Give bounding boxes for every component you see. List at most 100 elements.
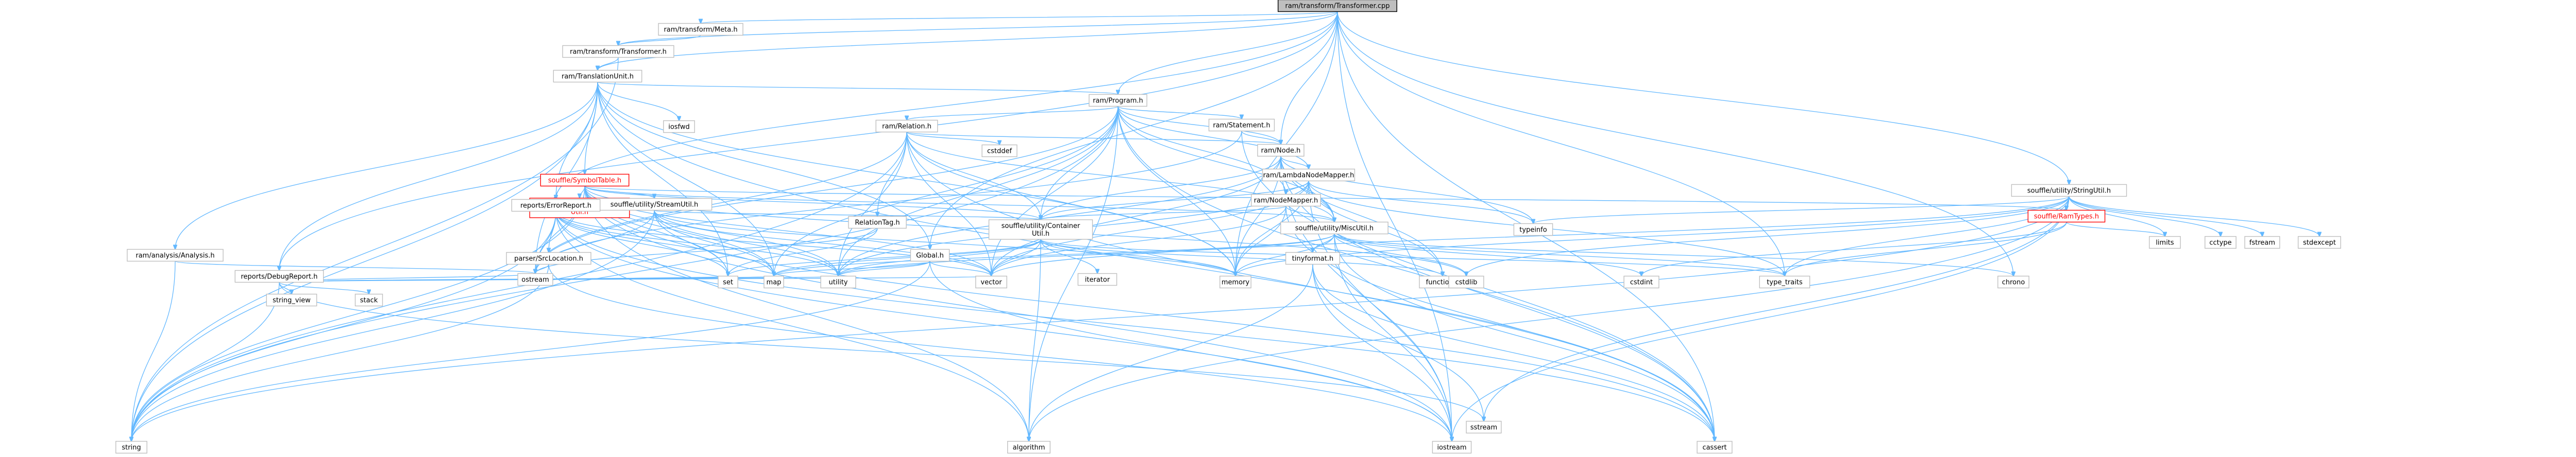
edge-tinyformat-to-algorithm [1029, 264, 1313, 442]
node-cstdint[interactable]: cstdint [1623, 275, 1659, 289]
node-tu[interactable]: ram/TranslationUnit.h [553, 69, 642, 83]
node-box [1077, 273, 1117, 286]
node-memory[interactable]: memory [1219, 275, 1251, 289]
node-box [1997, 275, 2029, 289]
node-tinyformat[interactable]: tinyformat.h [1285, 252, 1341, 265]
node-box [910, 249, 950, 262]
node-box [981, 144, 1018, 157]
node-box [1280, 221, 1388, 235]
node-ramtypes[interactable]: souffle/RamTypes.h [2027, 209, 2106, 223]
node-box [1466, 420, 1502, 434]
node-label: cctype [2209, 239, 2231, 247]
edge-containerutil-to-algorithm [1029, 239, 1041, 442]
node-string[interactable]: string [115, 441, 147, 454]
edge-stringutil-to-fstream [2069, 196, 2262, 237]
node-box [511, 199, 601, 212]
node-label: memory [1222, 279, 1250, 287]
edge-relation-to-cstddef [906, 131, 999, 145]
edge-miscutil-to-map [774, 233, 1335, 276]
edge-stringutil-to-vector [991, 196, 2070, 276]
node-box [540, 173, 630, 187]
node-transformer_h[interactable]: ram/transform/Transformer.h [562, 45, 674, 58]
node-iosfwd[interactable]: iosfwd [663, 120, 695, 133]
edge-meta-to-transformer_h [618, 34, 701, 46]
edge-node-to-lambda [1280, 156, 1309, 169]
node-fstream[interactable]: fstream [2244, 236, 2280, 249]
node-stack[interactable]: stack [354, 293, 383, 307]
node-cstddef[interactable]: cstddef [981, 144, 1018, 157]
node-limits[interactable]: limits [2149, 236, 2181, 249]
node-iterator[interactable]: iterator [1077, 273, 1117, 286]
node-root[interactable]: ram/transform/Transformer.cpp [1277, 0, 1397, 12]
node-label: souffle/SymbolTable.h [548, 177, 621, 185]
node-iostream[interactable]: iostream [1432, 441, 1472, 454]
node-set[interactable]: set [718, 275, 738, 289]
node-program[interactable]: ram/Program.h [1089, 94, 1147, 107]
edge-relation-to-containerutil [906, 132, 1041, 220]
node-stdexcept[interactable]: stdexcept [2298, 236, 2342, 249]
node-errorreport[interactable]: reports/ErrorReport.h [511, 199, 601, 212]
node-utility[interactable]: utility [820, 275, 856, 289]
node-debugreport[interactable]: reports/DebugReport.h [234, 270, 324, 283]
edge-miscutil-to-cassert [1334, 234, 1715, 442]
node-global[interactable]: Global.h [910, 249, 950, 262]
node-ostream[interactable]: ostream [517, 273, 553, 286]
node-label: ram/Node.h [1261, 147, 1301, 155]
node-label: cstdlib [1455, 279, 1478, 287]
edge-root-to-type_traits [1337, 11, 1785, 276]
node-node[interactable]: ram/Node.h [1257, 144, 1304, 157]
node-map[interactable]: map [764, 275, 784, 289]
edge-node-to-containerutil [1041, 156, 1281, 220]
edge-root-to-errorreport [556, 11, 1338, 200]
node-statement[interactable]: ram/Statement.h [1208, 118, 1275, 132]
node-type_traits[interactable]: type_traits [1759, 275, 1810, 289]
node-reltag[interactable]: RelationTag.h [848, 216, 907, 229]
node-string_view[interactable]: string_view [266, 293, 317, 307]
edge-containerutil-to-memory [1040, 239, 1235, 276]
node-box [115, 441, 147, 454]
edge-tu-to-program [597, 81, 1118, 95]
node-box [553, 69, 642, 83]
node-miscutil[interactable]: souffle/utility/MiscUtil.h [1280, 221, 1388, 235]
edge-streamutil-to-vector [654, 210, 991, 276]
node-label: string_view [273, 297, 311, 305]
node-box [506, 252, 591, 265]
node-analysis[interactable]: ram/analysis/Analysis.h [127, 249, 224, 262]
node-chrono[interactable]: chrono [1997, 275, 2029, 289]
node-label: Global.h [916, 252, 944, 260]
edge-stringutil-to-typeinfo [1533, 196, 2070, 224]
node-stringutil[interactable]: souffle/utility/StringUtil.h [2011, 184, 2127, 197]
node-srcloc[interactable]: parser/SrcLocation.h [506, 252, 591, 265]
node-label: ram/TranslationUnit.h [562, 73, 634, 81]
edge-root-to-chrono [1337, 11, 2013, 276]
node-cctype[interactable]: cctype [2205, 236, 2236, 249]
node-typeinfo[interactable]: typeinfo [1513, 223, 1553, 236]
edge-errorreport-to-map [555, 211, 774, 276]
node-vector[interactable]: vector [975, 275, 1007, 289]
node-cassert[interactable]: cassert [1697, 441, 1733, 454]
node-label: utility [829, 279, 848, 287]
edge-streamutil-to-map [654, 210, 774, 276]
node-meta[interactable]: ram/transform/Meta.h [658, 23, 743, 36]
node-label: ram/NodeMapper.h [1254, 197, 1318, 205]
node-streamutil[interactable]: souffle/utility/StreamUtil.h [596, 198, 713, 211]
node-sstream[interactable]: sstream [1466, 420, 1502, 434]
node-nodemapper[interactable]: ram/NodeMapper.h [1251, 194, 1321, 207]
edge-program-to-lambda [1117, 106, 1309, 169]
edge-stringutil-to-cctype [2069, 196, 2221, 237]
edge-root-to-tu [598, 11, 1338, 71]
edge-stringutil-to-string [131, 196, 2070, 442]
node-lambda[interactable]: ram/LambdaNodeMapper.h [1262, 168, 1355, 182]
dependency-edges [131, 11, 2319, 442]
edge-relation-to-cassert [906, 132, 1715, 442]
edge-root-to-stringutil [1337, 11, 2069, 185]
node-symtab[interactable]: souffle/SymbolTable.h [540, 173, 630, 187]
node-cstdlib[interactable]: cstdlib [1448, 275, 1484, 289]
edge-tu-to-global [597, 82, 930, 250]
node-box [1448, 275, 1484, 289]
node-algorithm[interactable]: algorithm [1007, 441, 1050, 454]
edge-program-to-ostream [535, 106, 1118, 274]
node-relation[interactable]: ram/Relation.h [875, 119, 938, 133]
node-box [663, 120, 695, 133]
